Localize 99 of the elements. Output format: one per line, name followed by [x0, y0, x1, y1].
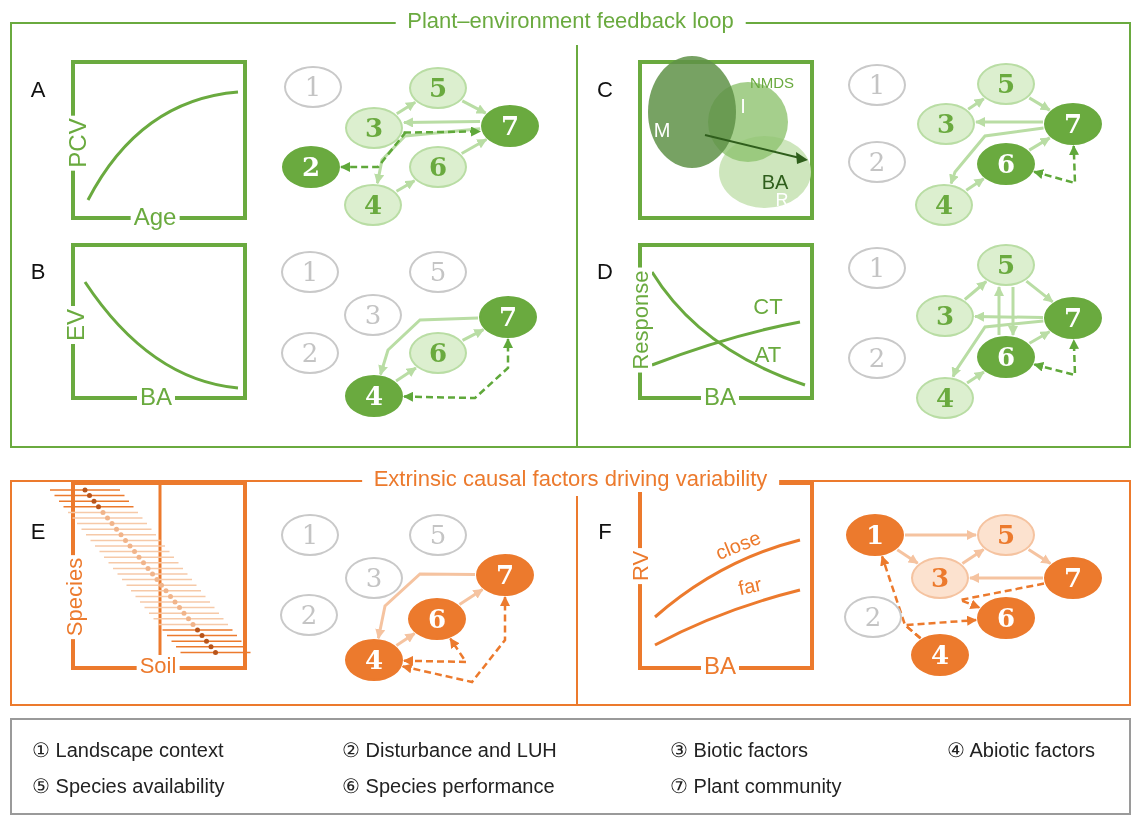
dashed-arrow: [401, 596, 510, 684]
factor-ellipse: 6: [409, 146, 467, 188]
factor-ellipse: 7: [479, 296, 537, 338]
arrow: [1008, 287, 1018, 336]
factor-ellipse: 6: [977, 336, 1035, 378]
axis-label: close: [712, 527, 764, 563]
factor-ellipse: 1: [281, 514, 339, 556]
factor-ellipse: 4: [344, 184, 402, 226]
arrow: [375, 572, 475, 640]
axis-label: R: [775, 191, 789, 209]
factor-ellipse: 1: [848, 64, 906, 106]
dashed-arrow: [403, 126, 481, 137]
legend-entry: ④ Abiotic factors: [947, 740, 1096, 760]
factor-ellipse: 5: [977, 244, 1035, 286]
factor-ellipse: 4: [911, 634, 969, 676]
factor-ellipse: 4: [915, 184, 973, 226]
factor-ellipse: 5: [409, 67, 467, 109]
legend-entry: ① Landscape context: [32, 740, 224, 760]
arrow: [963, 280, 988, 301]
arrow: [378, 316, 479, 376]
factor-ellipse: 7: [481, 105, 539, 147]
axis-label: I: [740, 96, 746, 116]
arrow: [1027, 548, 1052, 565]
axis-label: BA: [761, 172, 789, 192]
factor-ellipse: 3: [345, 107, 403, 149]
factor-ellipse: 6: [977, 143, 1035, 185]
arrow: [395, 366, 417, 383]
axis-label: far: [736, 573, 764, 599]
arrow: [461, 328, 485, 342]
factor-ellipse: 4: [345, 375, 403, 417]
arrow: [951, 319, 1044, 378]
factor-ellipse: 3: [911, 557, 969, 599]
factor-ellipse: 2: [844, 596, 902, 638]
factor-ellipse: 3: [345, 557, 403, 599]
factor-ellipse: 1: [846, 514, 904, 556]
legend-entry: ⑤ Species availability: [32, 776, 225, 796]
factor-ellipse: 4: [345, 639, 403, 681]
dashed-arrow: [403, 338, 513, 402]
arrow: [896, 548, 919, 565]
arrow: [395, 632, 416, 647]
legend-entry: ③ Biotic factors: [670, 740, 809, 760]
axis-label: Species: [64, 554, 86, 640]
arrow: [961, 548, 985, 565]
factor-ellipse: 2: [280, 594, 338, 636]
factor-ellipse: 2: [281, 332, 339, 374]
arrow: [905, 530, 977, 540]
factor-ellipse: 3: [344, 294, 402, 336]
factor-ellipse: 1: [284, 66, 342, 108]
arrow: [374, 127, 481, 185]
arrow: [461, 99, 487, 115]
factor-ellipse: 2: [848, 337, 906, 379]
arrow: [949, 126, 1044, 185]
factor-ellipse: 5: [409, 514, 467, 556]
arrow: [974, 311, 1044, 322]
factor-ellipse: 1: [848, 247, 906, 289]
arrow: [966, 370, 985, 385]
factor-ellipse: 7: [1044, 557, 1102, 599]
factor-ellipse: 2: [282, 146, 340, 188]
factor-ellipse: 1: [281, 251, 339, 293]
arrow: [1028, 96, 1051, 112]
axis-label: CT: [753, 296, 783, 318]
factor-ellipse: 5: [977, 63, 1035, 105]
legend-entry: ⑥ Species performance: [342, 776, 555, 796]
factor-ellipse: 7: [476, 554, 534, 596]
factor-ellipse: 2: [848, 141, 906, 183]
dashed-arrow: [1033, 339, 1080, 377]
arrow: [994, 286, 1004, 335]
axis-label: Response: [630, 267, 652, 373]
arrow: [403, 117, 481, 128]
arrow: [395, 179, 416, 193]
factor-ellipse: 7: [1044, 297, 1102, 339]
arrow: [458, 588, 484, 606]
dashed-arrow: [403, 637, 469, 666]
factor-ellipse: 5: [977, 514, 1035, 556]
legend-entry: ⑦ Plant community: [670, 776, 842, 796]
factor-ellipse: 4: [916, 377, 974, 419]
factor-ellipse: 6: [977, 597, 1035, 639]
axis-label: AT: [754, 344, 782, 366]
dashed-arrow: [1033, 145, 1079, 185]
arrow: [969, 573, 1043, 583]
arrow: [460, 138, 488, 155]
axis-label: Age: [130, 205, 180, 229]
dashed-arrow: [340, 131, 408, 172]
factor-ellipse: 3: [917, 103, 975, 145]
factor-ellipse: 6: [409, 332, 467, 374]
arrow: [1028, 136, 1051, 152]
factor-ellipse: 6: [408, 598, 466, 640]
legend-entry: ② Disturbance and LUH: [342, 740, 557, 760]
axis-label: M: [653, 120, 671, 140]
axis-label: NMDS: [749, 74, 795, 90]
factor-ellipse: 7: [1044, 103, 1102, 145]
factor-ellipse: 5: [409, 251, 467, 293]
arrow: [1025, 279, 1054, 304]
arrow: [396, 101, 417, 115]
arrow: [967, 97, 985, 111]
arrow: [1028, 330, 1051, 345]
arrow: [965, 177, 985, 192]
factor-ellipse: 3: [916, 295, 974, 337]
arrow: [975, 117, 1043, 127]
